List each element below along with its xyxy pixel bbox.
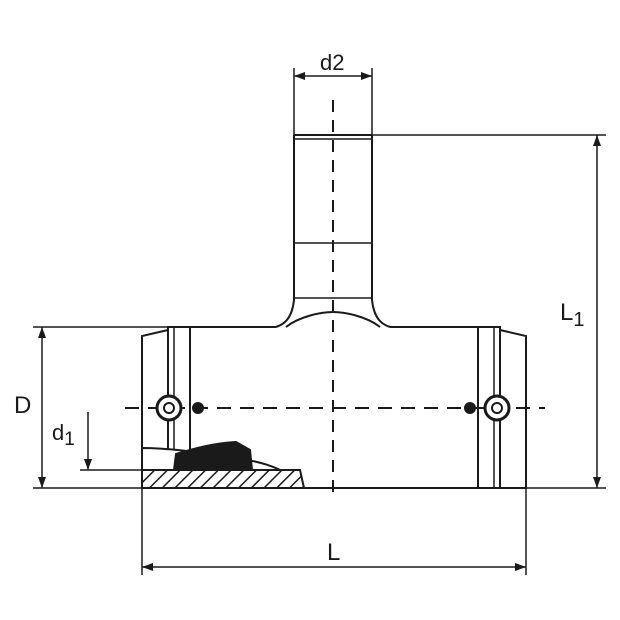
inserted-pipe-section	[141, 440, 307, 489]
dim-label-L1: L1	[560, 299, 584, 331]
dim-L	[141, 488, 527, 575]
dim-label-d2: d2	[320, 50, 345, 75]
left-terminal	[155, 394, 204, 422]
dim-d1	[80, 412, 142, 471]
dim-D	[33, 326, 168, 489]
dim-d2	[293, 68, 373, 135]
dim-label-L: L	[327, 539, 340, 566]
dim-L1	[372, 134, 606, 489]
dim-label-D: D	[14, 392, 31, 419]
dim-label-d1: d1	[52, 420, 75, 450]
right-terminal	[464, 394, 511, 422]
centerlines	[125, 100, 545, 492]
